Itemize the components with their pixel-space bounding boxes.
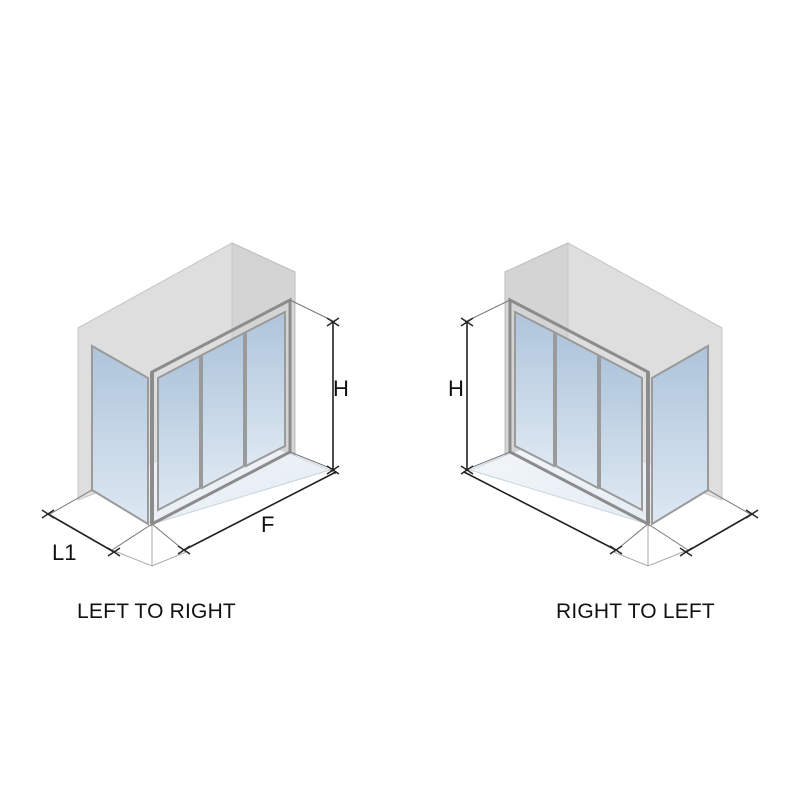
caption-right-to-left: RIGHT TO LEFT	[556, 600, 715, 623]
front-dimension-line	[463, 471, 617, 551]
front-glass-panel-3	[514, 310, 555, 468]
enclosure-right-to-left: H	[448, 242, 759, 567]
side-width-label: L1	[52, 540, 76, 565]
front-glass-panel-3	[245, 310, 286, 468]
height-label: H	[333, 376, 349, 401]
front-glass-panel-2	[201, 331, 245, 490]
side-dimension-line	[47, 513, 115, 553]
front-glass-panel-2	[555, 331, 599, 490]
enclosure-left-to-right: H F L1	[41, 242, 349, 567]
side-glass-panel	[651, 344, 709, 526]
height-label: H	[448, 376, 464, 401]
side-dimension-line	[685, 513, 753, 553]
front-width-label: F	[261, 512, 274, 537]
front-glass-panel-1	[157, 354, 201, 512]
front-glass-panel-1	[599, 354, 643, 512]
caption-left-to-right: LEFT TO RIGHT	[77, 600, 236, 623]
side-glass-panel	[91, 344, 149, 526]
front-dimension-line	[183, 471, 337, 551]
